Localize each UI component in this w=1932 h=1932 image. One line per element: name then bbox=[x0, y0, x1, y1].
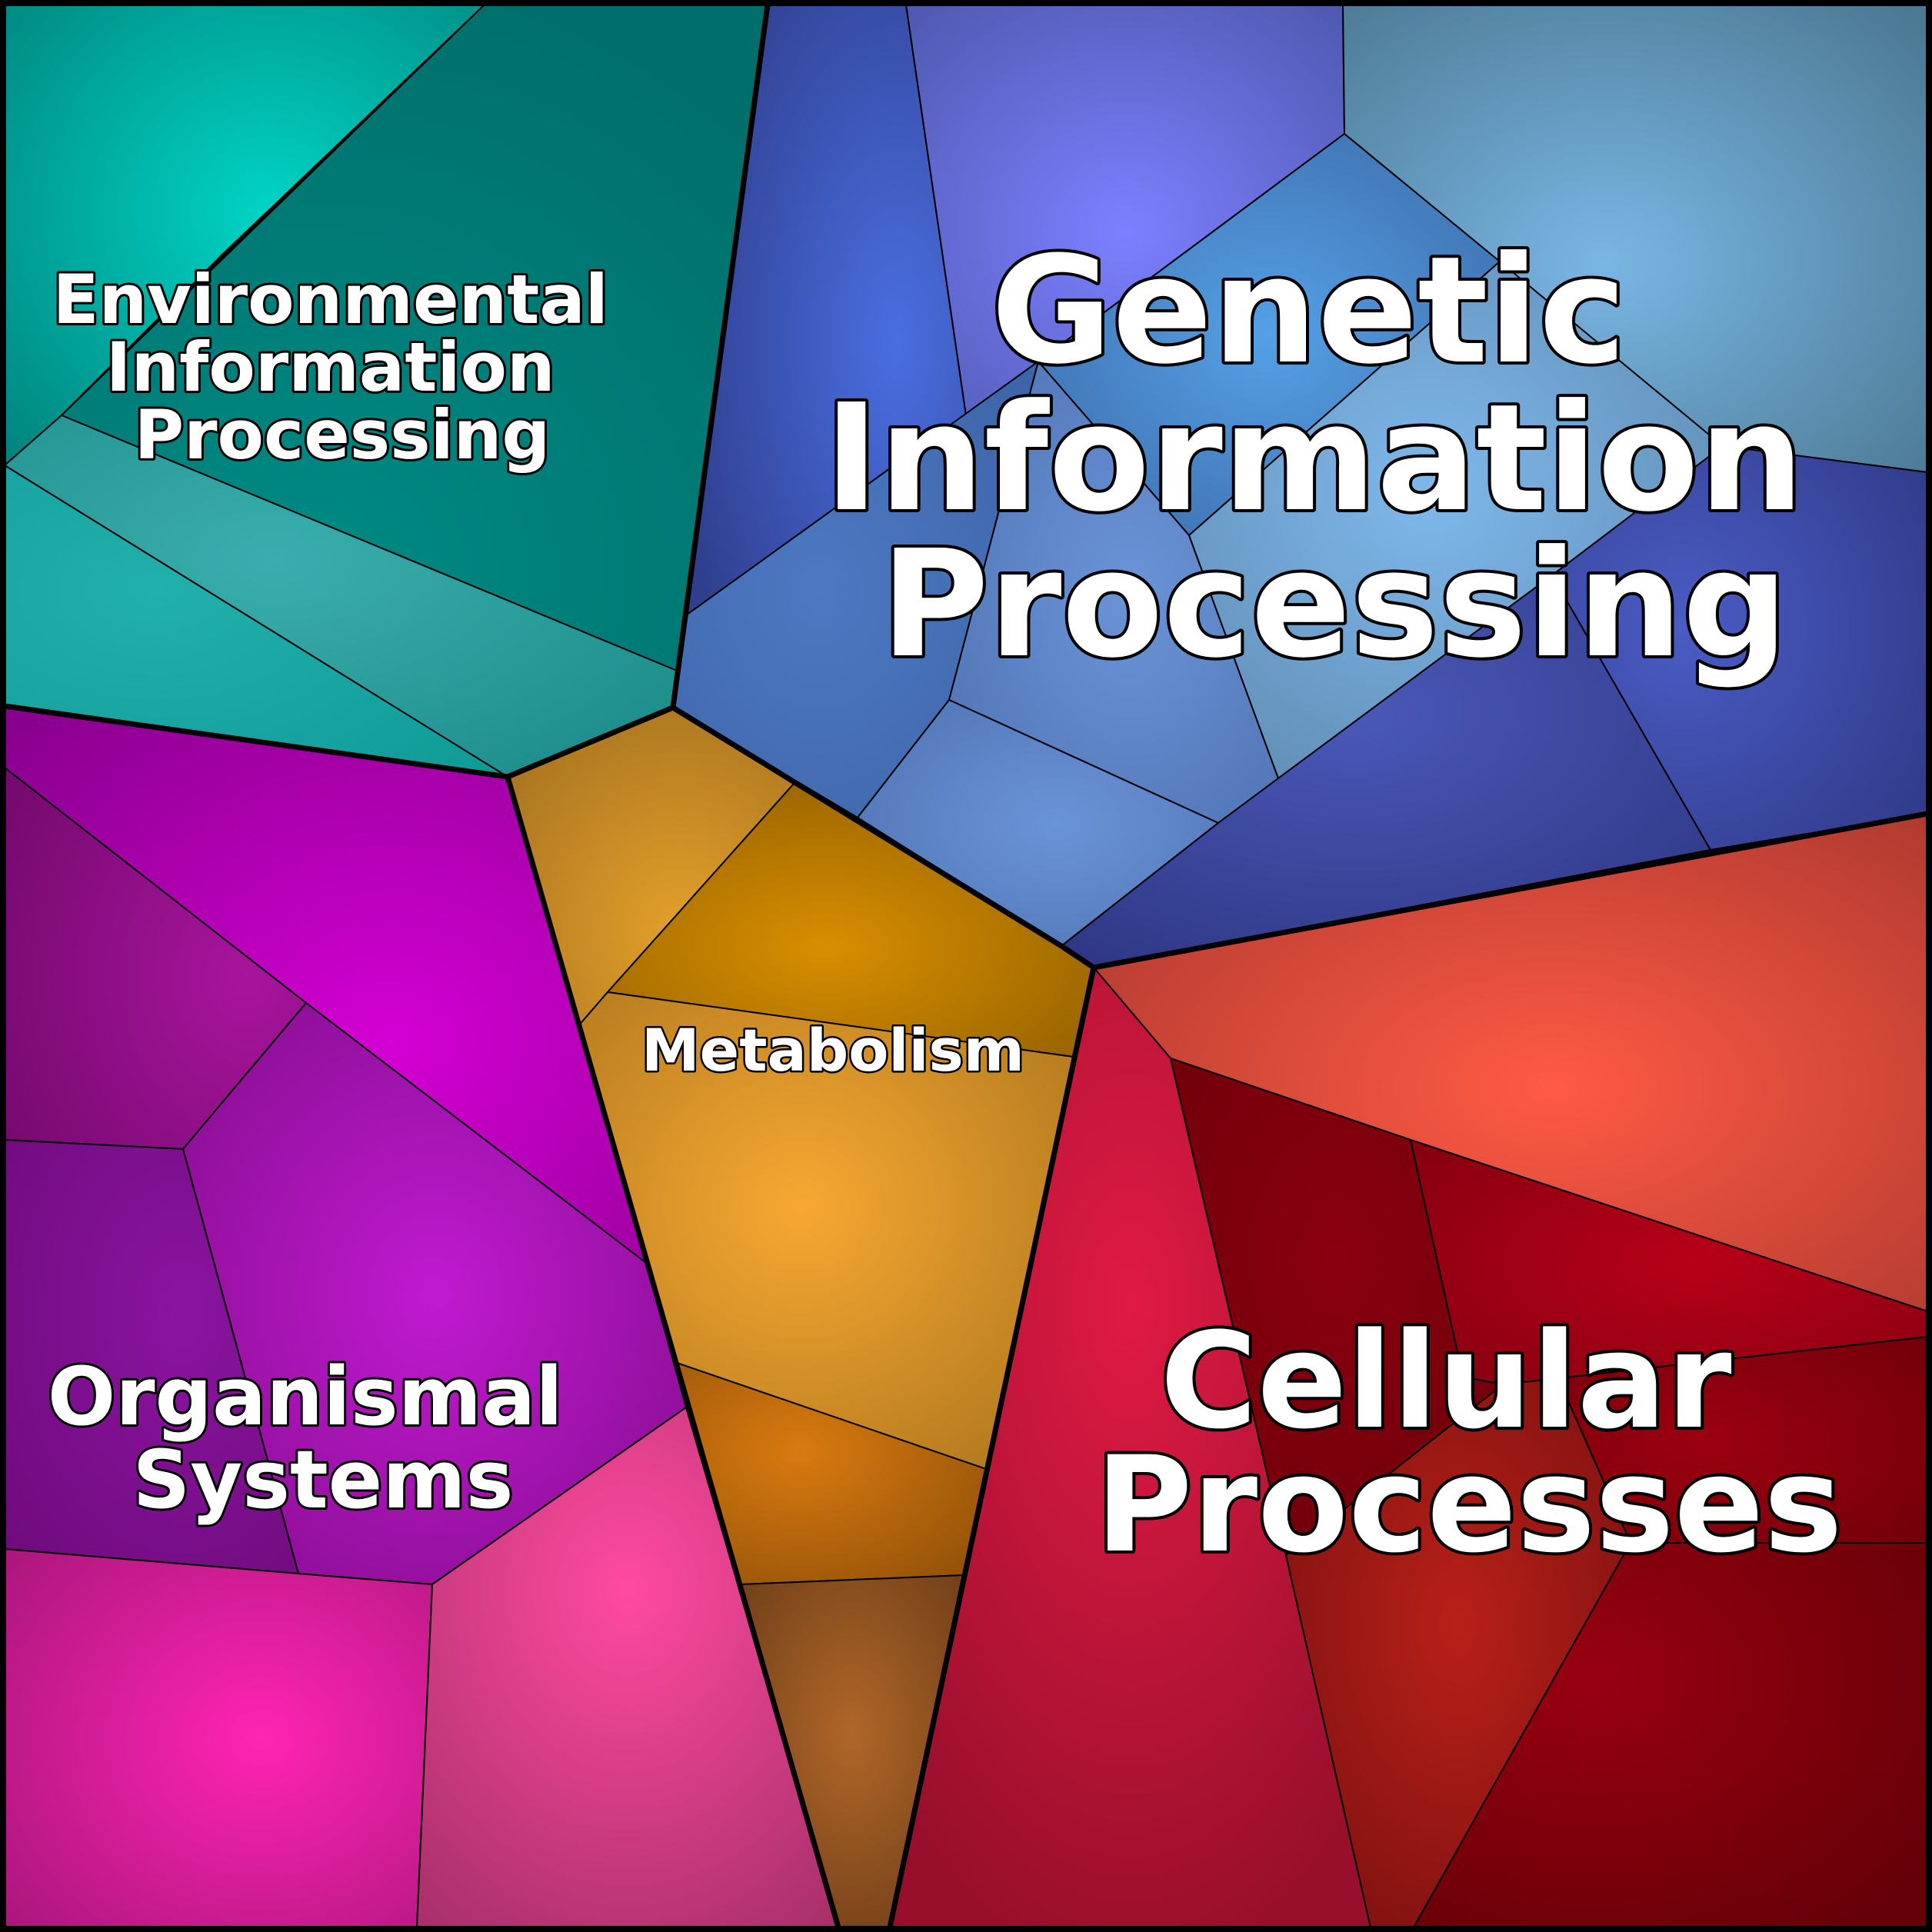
region-environmental-information-processing bbox=[3, 4, 769, 778]
boundary-environmental-metabolism bbox=[506, 705, 675, 780]
label-environmental-line-2: Information bbox=[106, 328, 555, 407]
label-metabolism: Metabolism bbox=[641, 1016, 1024, 1084]
label-cellular-processes: Cellular Processes bbox=[1095, 1304, 1842, 1582]
category-boundaries bbox=[4, 4, 1928, 1928]
cell-organismal-5 bbox=[4, 1547, 434, 1928]
label-metabolism-line-1: Metabolism bbox=[641, 1016, 1024, 1084]
boundary-environmental-organismal bbox=[4, 703, 508, 780]
boundary-metabolism-cellular bbox=[887, 967, 1097, 1928]
label-organismal-line-2: Systems bbox=[132, 1433, 513, 1527]
label-genetic-line-1: Genetic bbox=[991, 225, 1627, 397]
label-genetic-line-3: Processing bbox=[881, 519, 1788, 691]
label-organismal-line-1: Organismal bbox=[48, 1350, 563, 1444]
label-environmental-information-processing: Environmental Information Processing bbox=[52, 260, 631, 475]
label-cellular-line-2: Processes bbox=[1095, 1427, 1842, 1582]
label-genetic-line-2: Information bbox=[824, 373, 1804, 545]
region-organismal-systems bbox=[4, 705, 840, 1928]
boundary-metabolism-organismal bbox=[505, 776, 841, 1928]
label-environmental-line-1: Environmental bbox=[52, 260, 608, 339]
label-genetic-information-processing: Genetic Information Processing bbox=[824, 225, 1856, 691]
region-cellular-processes bbox=[888, 812, 1928, 1928]
label-cellular-line-1: Cellular bbox=[1161, 1304, 1732, 1458]
boundary-genetic-cellular bbox=[1093, 811, 1928, 971]
boundary-metabolism-genetic bbox=[671, 705, 1095, 970]
label-organismal-systems: Organismal Systems bbox=[48, 1350, 591, 1527]
boundary-environmental-genetic bbox=[670, 4, 771, 708]
label-environmental-line-3: Processing bbox=[135, 395, 551, 475]
region-genetic-information-processing bbox=[671, 4, 1928, 969]
